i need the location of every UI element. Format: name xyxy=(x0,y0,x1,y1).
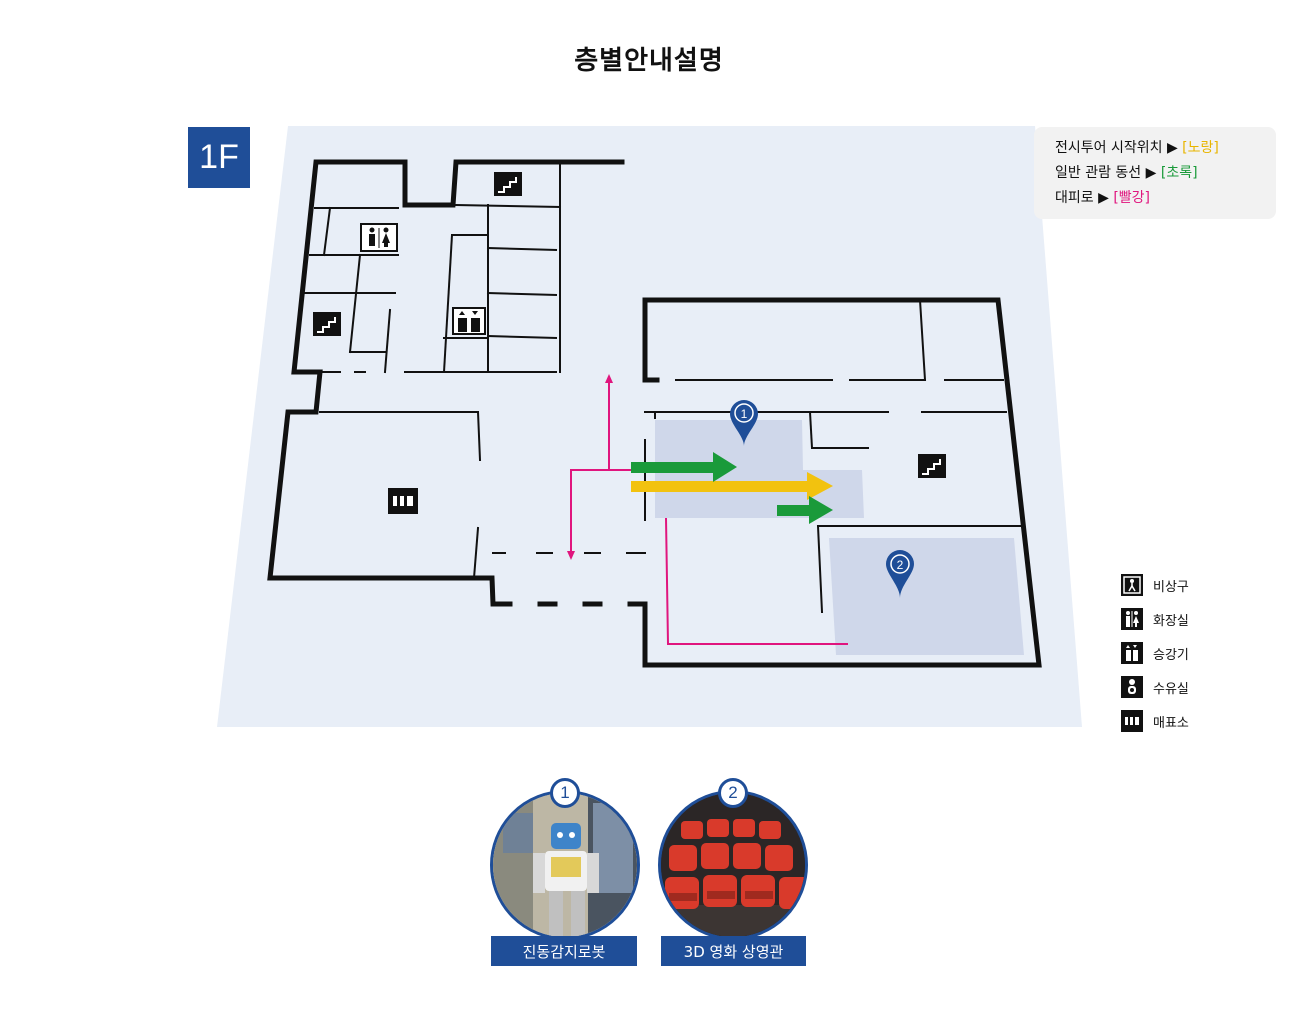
route-legend-label: 일반 관람 동선 ▶ xyxy=(1055,165,1161,181)
stairs-icon xyxy=(494,172,522,196)
general-route-arrows xyxy=(631,452,833,524)
evacuation-route xyxy=(570,380,848,645)
marker-pin-2: 2 xyxy=(886,550,914,598)
caption-theater: 3D 영화 상영관 xyxy=(661,936,806,966)
route-legend-tag-green: [초록] xyxy=(1160,165,1198,181)
stairs-icon xyxy=(918,454,946,478)
caption-robot: 진동감지로봇 xyxy=(491,936,637,966)
robot-photo xyxy=(490,790,640,940)
nursing-room-icon xyxy=(1121,676,1143,698)
tour-start-arrow xyxy=(631,472,833,500)
legend-label: 매표소 xyxy=(1153,715,1189,731)
legend-label: 화장실 xyxy=(1153,613,1189,629)
route-legend-tag-yellow: [노랑] xyxy=(1182,140,1219,156)
elevator-icon xyxy=(452,307,486,335)
exhibit-zone-2 xyxy=(829,538,1024,655)
route-legend-tag-pink: [빨강] xyxy=(1113,190,1150,206)
legend-ticket-office: 매표소 xyxy=(1121,704,1189,738)
theater-photo xyxy=(658,790,808,940)
emergency-exit-icon xyxy=(1121,574,1143,596)
evac-arrow-up xyxy=(605,374,613,383)
legend-label: 승강기 xyxy=(1153,647,1189,663)
route-legend: 전시투어 시작위치 ▶ [노랑] 일반 관람 동선 ▶ [초록] 대피로 ▶ [… xyxy=(1034,127,1276,219)
route-legend-label: 전시투어 시작위치 ▶ xyxy=(1055,140,1183,156)
photo-number-1: 1 xyxy=(550,778,580,808)
svg-text:2: 2 xyxy=(897,558,904,572)
stairs-icon xyxy=(313,312,341,336)
legend-emergency-exit: 비상구 xyxy=(1121,568,1189,602)
route-legend-label: 대피로 ▶ xyxy=(1055,190,1114,206)
page-title: 층별안내설명 xyxy=(574,46,724,76)
marker-pin-1: 1 xyxy=(730,400,758,446)
svg-text:1: 1 xyxy=(741,407,748,421)
route-legend-general: 일반 관람 동선 ▶ [초록] xyxy=(1055,161,1276,186)
legend-label: 비상구 xyxy=(1153,579,1189,595)
elevator-icon xyxy=(1121,642,1143,664)
photo-number-2: 2 xyxy=(718,778,748,808)
legend-nursing-room: 수유실 xyxy=(1121,670,1189,704)
restroom-icon xyxy=(1121,608,1143,630)
route-legend-tour-start: 전시투어 시작위치 ▶ [노랑] xyxy=(1055,136,1276,161)
restroom-icon xyxy=(360,223,398,252)
ticket-office-icon xyxy=(1121,710,1143,732)
floor-badge: 1F xyxy=(188,127,250,188)
route-legend-evacuation: 대피로 ▶ [빨강] xyxy=(1055,186,1276,211)
evac-arrow-down xyxy=(567,551,575,560)
ticket-office-icon xyxy=(388,488,418,514)
legend-restroom: 화장실 xyxy=(1121,602,1189,636)
icon-legend: 비상구 화장실 승강기 수유실 매표소 xyxy=(1121,568,1189,738)
legend-label: 수유실 xyxy=(1153,681,1189,697)
legend-elevator: 승강기 xyxy=(1121,636,1189,670)
